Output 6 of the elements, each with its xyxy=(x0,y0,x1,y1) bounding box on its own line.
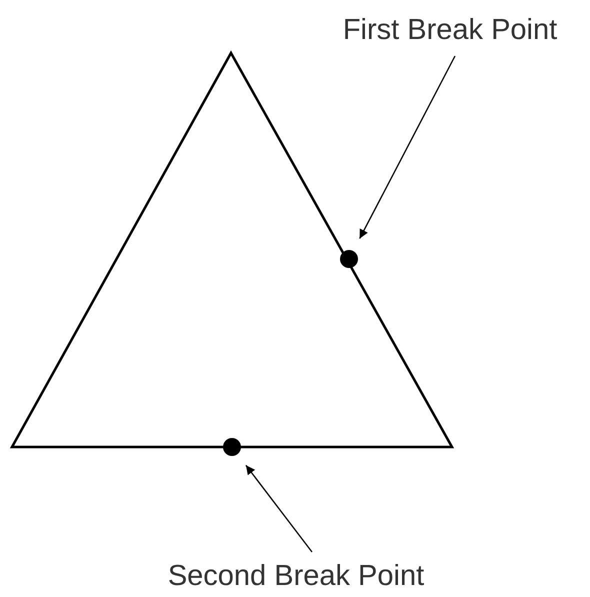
leader-arrow xyxy=(245,464,313,552)
break-point-dot xyxy=(340,250,358,268)
break-point-dot xyxy=(223,438,241,456)
leader-arrow xyxy=(359,56,456,239)
callout-label: Second Break Point xyxy=(150,558,442,596)
callout-label: First Break Point xyxy=(316,12,584,50)
